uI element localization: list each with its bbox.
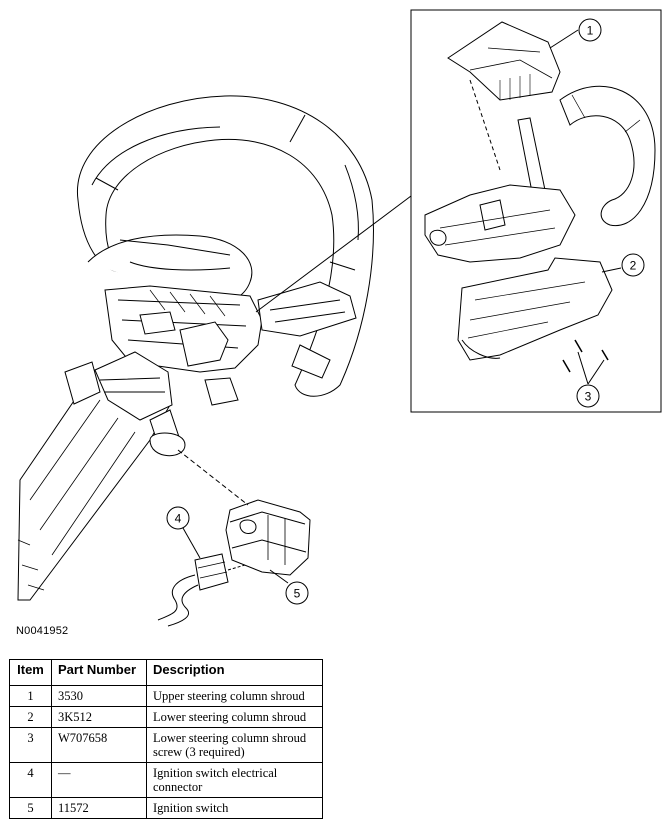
table-row: 1 3530 Upper steering column shroud	[9, 685, 323, 707]
header-part-number: Part Number	[51, 659, 147, 686]
callout-4: 4	[166, 506, 201, 559]
svg-text:3: 3	[585, 390, 592, 404]
ignition-switch-connector	[157, 553, 246, 627]
callout-2: 2	[601, 253, 645, 277]
cell-part-number: 3530	[51, 685, 147, 707]
cell-description: Ignition switch	[146, 797, 323, 819]
parts-table: Item Part Number Description 1 3530 Uppe…	[9, 659, 323, 819]
svg-text:4: 4	[175, 512, 182, 526]
exploded-view-illustration: 1 2 3 4 5	[17, 9, 662, 627]
cell-description: Ignition switch electrical connector	[146, 762, 323, 798]
ignition-switch	[225, 499, 311, 576]
cell-part-number: —	[51, 762, 147, 798]
cell-part-number: 11572	[51, 797, 147, 819]
steering-column-main	[17, 351, 186, 601]
table-row: 3 W707658 Lower steering column shroud s…	[9, 727, 323, 763]
cell-part-number: 3K512	[51, 706, 147, 728]
table-header-row: Item Part Number Description	[9, 659, 323, 686]
cell-item: 2	[9, 706, 52, 728]
cell-description: Lower steering column shroud	[146, 706, 323, 728]
header-description: Description	[146, 659, 323, 686]
steering-wheel-main	[77, 95, 374, 406]
svg-text:2: 2	[630, 259, 637, 273]
figure-id: N0041952	[16, 625, 69, 637]
callout-3: 3	[576, 351, 605, 408]
cell-description: Upper steering column shroud	[146, 685, 323, 707]
cell-item: 1	[9, 685, 52, 707]
inset-leader-line	[255, 195, 412, 313]
callout-1: 1	[549, 18, 602, 49]
table-row: 2 3K512 Lower steering column shroud	[9, 706, 323, 728]
callout-5: 5	[269, 569, 309, 605]
header-item: Item	[9, 659, 52, 686]
cell-item: 3	[9, 727, 52, 763]
table-row: 4 — Ignition switch electrical connector	[9, 762, 323, 798]
cell-part-number: W707658	[51, 727, 147, 763]
alignment-dashed-line	[177, 449, 249, 506]
svg-text:5: 5	[294, 587, 301, 601]
cell-description: Lower steering column shroud screw (3 re…	[146, 727, 323, 763]
table-row: 5 11572 Ignition switch	[9, 797, 323, 819]
cell-item: 5	[9, 797, 52, 819]
cell-item: 4	[9, 762, 52, 798]
svg-text:1: 1	[587, 24, 594, 38]
inset-detail	[424, 21, 656, 373]
